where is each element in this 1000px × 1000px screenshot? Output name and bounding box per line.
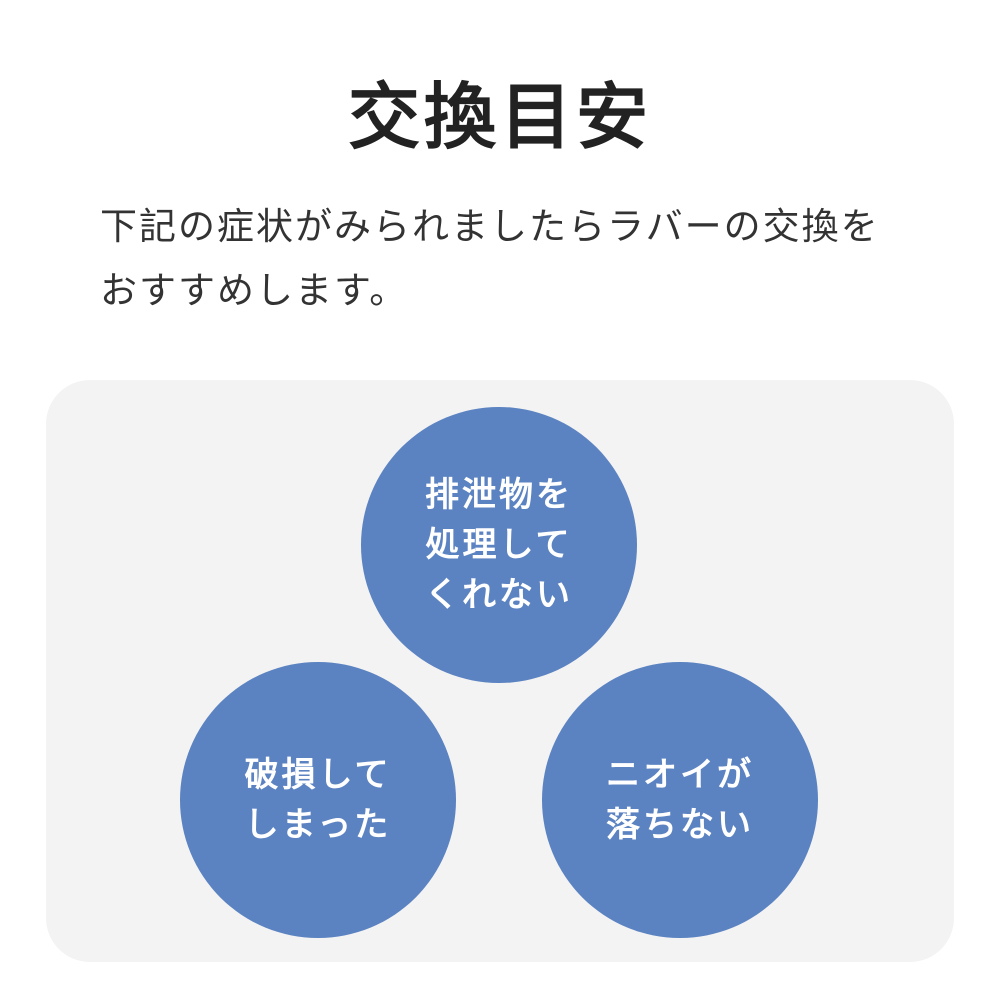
symptom-circle-not-processing: 排泄物を 処理して くれない [361,407,637,683]
description-line: おすすめします。 [100,269,409,312]
symptom-text: くれない [425,575,573,615]
symptom-text: しまった [244,805,392,845]
description-line: 下記の症状がみられましたらラバーの交換を [100,205,880,248]
symptom-text: 破損して [244,755,392,795]
symptom-text: ニオイが [606,755,754,795]
description: 下記の症状がみられましたらラバーの交換を おすすめします。 [100,195,940,323]
page-title: 交換目安 [347,75,652,159]
symptom-circle-damaged: 破損して しまった [180,662,456,938]
symptom-text: 排泄物を [425,475,573,515]
symptom-circle-odor: ニオイが 落ちない [542,662,818,938]
symptom-text: 落ちない [606,805,754,845]
symptom-text: 処理して [425,525,573,565]
